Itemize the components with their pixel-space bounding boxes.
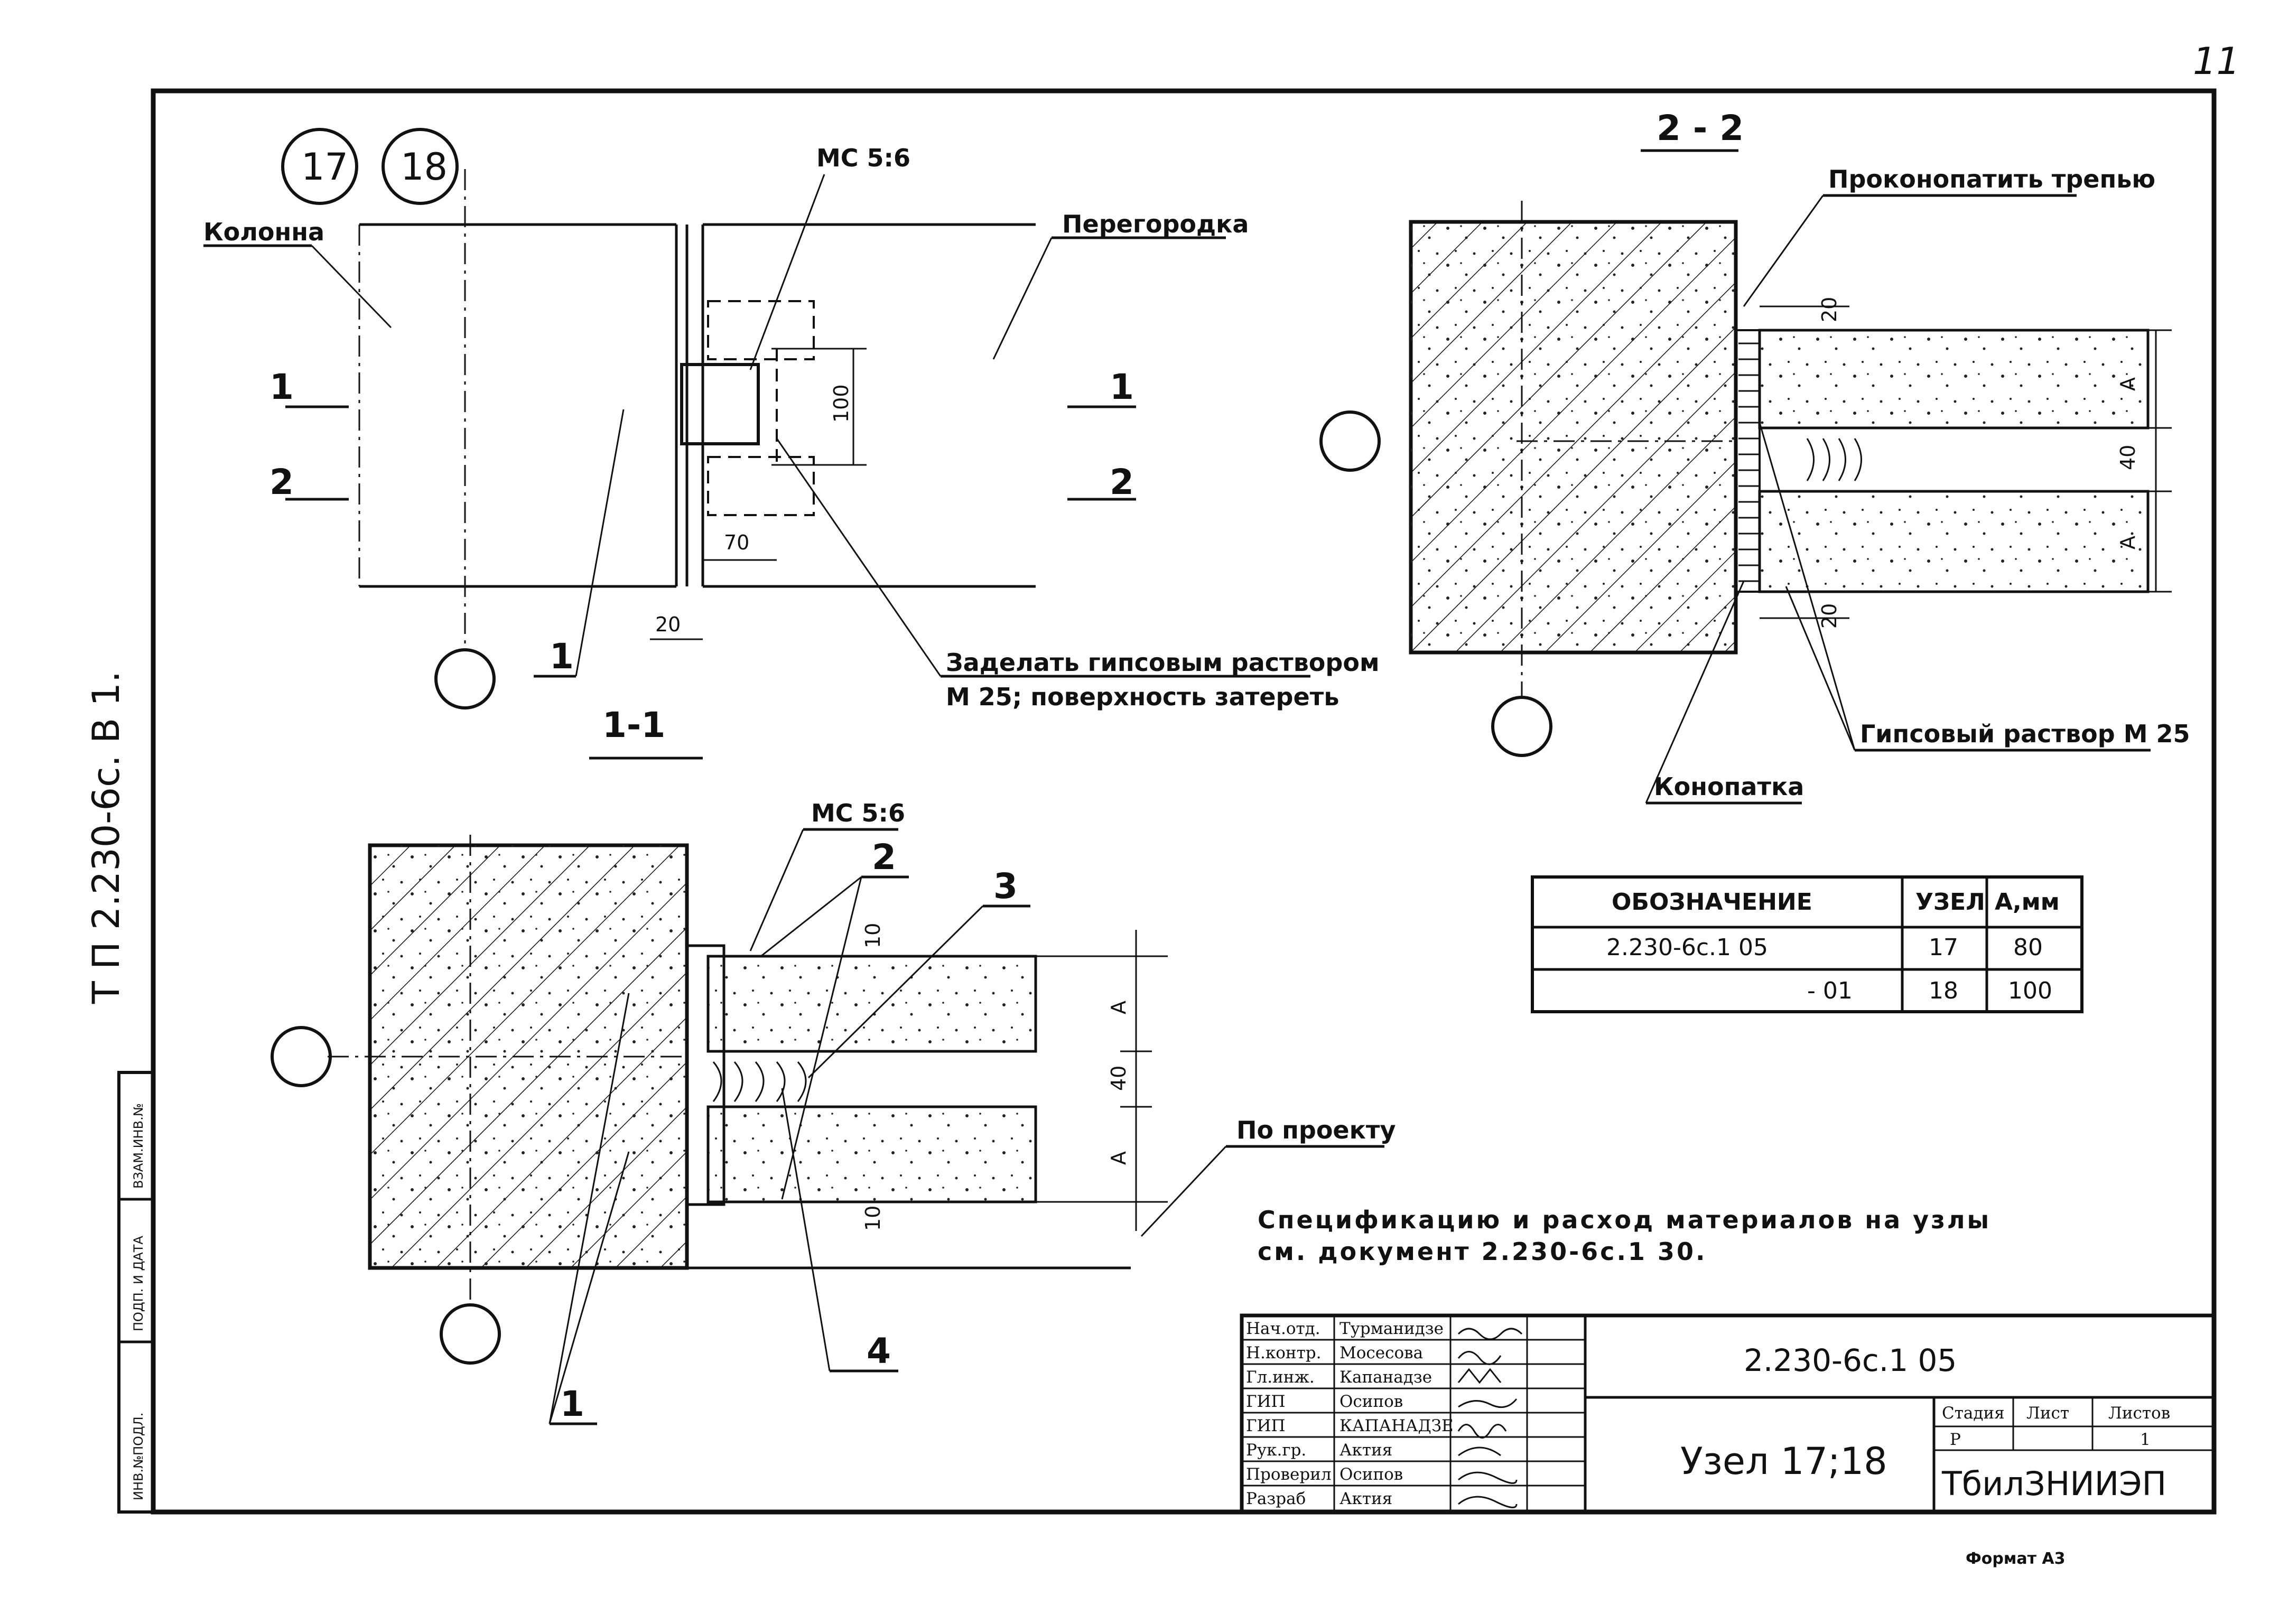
staff-role-4: ГИП (1246, 1392, 1286, 1411)
plan-note-line1: Заделать гипсовым раствором (946, 648, 1380, 677)
page-number: 11 (2193, 40, 2240, 83)
staff-role-8: Разраб (1246, 1489, 1306, 1508)
staff-role-1: Нач.отд. (1246, 1319, 1320, 1338)
s11-note-project: По проекту (1236, 1116, 1396, 1144)
axis-marker-1-1-left (271, 1026, 332, 1087)
spec-note-line1: Спецификацию и расход материалов на узлы (1258, 1206, 1991, 1234)
plan-dim-20: 20 (655, 613, 681, 636)
format-note: Формат А3 (1966, 1550, 2066, 1568)
sheet-title: Узел 17;18 (1680, 1440, 1887, 1483)
title-block: Нач.отд. Турманидзе Н.контр. Мосесова Гл… (1240, 1313, 2216, 1514)
plan-callout-1: 1 (550, 636, 574, 677)
staff-role-7: Проверил (1246, 1465, 1332, 1484)
spec-header-a: А,мм (1995, 889, 2060, 916)
staff-role-3: Гл.инж. (1246, 1368, 1315, 1387)
node-17-label: 17 (301, 145, 348, 189)
s11-dim-10b: 10 (861, 1206, 885, 1231)
plan-dim-100: 100 (830, 384, 853, 423)
stage-value: Р (1950, 1430, 1961, 1449)
axis-marker-2-2-left (1319, 410, 1381, 472)
plan-note-line2: М 25; поверхность затереть (946, 683, 1339, 711)
node-18-label: 18 (401, 145, 448, 189)
sheets-value: 1 (2140, 1430, 2151, 1449)
s11-part-ref: МС 5:6 (811, 799, 905, 827)
s22-dim-20a: 20 (1818, 297, 1841, 322)
s22-dim-A2: А (2116, 536, 2140, 549)
stamp-replace: ВЗАМ.ИНВ.№ (131, 1103, 146, 1189)
staff-role-6: Рук.гр. (1246, 1441, 1306, 1460)
axis-marker-plan (434, 648, 496, 710)
s22-dim-20b: 20 (1818, 603, 1841, 629)
sheet-header: Лист (2026, 1404, 2069, 1423)
doc-code: 2.230-6с.1 05 (1744, 1342, 1957, 1378)
spec-r2-designation: - 01 (1807, 977, 1853, 1004)
side-label: Т П 2.230-6с. В 1. (85, 671, 128, 1004)
s11-callout-3: 3 (993, 866, 1018, 907)
staff-name-7: Осипов (1340, 1465, 1403, 1484)
sheet-frame (151, 88, 2217, 1515)
plan-dim-70: 70 (724, 531, 749, 554)
s11-dim-40: 40 (1107, 1066, 1130, 1091)
node-marker-18 (382, 128, 459, 205)
spec-r2-node: 18 (1929, 977, 1958, 1004)
partition-label: Перегородка (1062, 210, 1249, 238)
axis-marker-1-1-bottom (440, 1303, 501, 1365)
staff-name-6: Актия (1340, 1441, 1392, 1460)
section-2-2-title: 2 - 2 (1657, 108, 1744, 148)
s22-note-caulk: Конопатка (1654, 772, 1804, 801)
spec-r1-node: 17 (1929, 934, 1958, 961)
s11-dim-10a: 10 (861, 923, 885, 948)
anchor-plate (680, 363, 760, 445)
spec-r1-a: 80 (2013, 934, 2043, 961)
spec-table: ОБОЗНАЧЕНИЕ УЗЕЛ А,мм 2.230-6с.1 05 17 8… (1531, 875, 2083, 1013)
s11-callout-1: 1 (560, 1384, 584, 1424)
plan-part-ref: МС 5:6 (816, 144, 910, 172)
stamp-column: ИНВ.№ПОДЛ. ПОДП. И ДАТА ВЗАМ.ИНВ.№ (117, 1071, 155, 1514)
section-2-2: 2 - 2 20 20 (1319, 108, 2190, 805)
staff-role-5: ГИП (1246, 1416, 1286, 1435)
s22-note-top: Проконопатить трепью (1828, 165, 2155, 193)
staff-name-2: Мосесова (1340, 1343, 1423, 1362)
cut-mark-2-right: 2 (1110, 462, 1134, 502)
org-name: ТбилЗНИИЭП (1941, 1464, 2166, 1503)
s11-dim-A2: А (1107, 1151, 1130, 1165)
cut-mark-1-right: 1 (1110, 367, 1134, 407)
s22-dim-A1: А (2116, 377, 2140, 391)
staff-name-8: Актия (1340, 1489, 1392, 1508)
spec-note-line2: см. документ 2.230-6с.1 30. (1258, 1237, 1707, 1266)
staff-role-2: Н.контр. (1246, 1343, 1321, 1362)
staff-name-4: Осипов (1340, 1392, 1403, 1411)
section-1-1-title: 1-1 (602, 705, 665, 745)
s11-callout-2: 2 (872, 837, 896, 878)
s11-dim-A1: А (1107, 1001, 1130, 1014)
staff-name-1: Турманидзе (1340, 1319, 1444, 1338)
sheets-header: Листов (2108, 1404, 2170, 1423)
staff-name-5: КАПАНАДЗЕ (1340, 1416, 1454, 1435)
column-label: Колонна (203, 218, 324, 246)
spec-r1-designation: 2.230-6с.1 05 (1606, 934, 1768, 961)
stage-header: Стадия (1942, 1404, 2005, 1423)
s11-callout-4: 4 (867, 1331, 891, 1371)
s22-dim-40: 40 (2116, 445, 2140, 470)
s22-note-gypsum: Гипсовый раствор М 25 (1860, 720, 2190, 748)
spec-r2-a: 100 (2008, 977, 2052, 1004)
axis-marker-2-2-bottom (1491, 696, 1552, 757)
spec-header-designation: ОБОЗНАЧЕНИЕ (1612, 889, 1812, 916)
stamp-inv: ИНВ.№ПОДЛ. (131, 1413, 146, 1500)
stamp-sign: ПОДП. И ДАТА (131, 1236, 146, 1331)
staff-name-3: Капанадзе (1340, 1368, 1432, 1387)
section-1-1: 1-1 А 40 А 10 10 МС 5:6 2 (271, 705, 1396, 1425)
node-marker-17 (281, 128, 358, 205)
spec-header-node: УЗЕЛ (1915, 889, 1985, 916)
plan-view: 17 18 100 70 20 Колонна Перегородка (203, 128, 1380, 711)
cut-mark-1-left: 1 (269, 367, 294, 407)
cut-mark-2-left: 2 (269, 462, 294, 502)
